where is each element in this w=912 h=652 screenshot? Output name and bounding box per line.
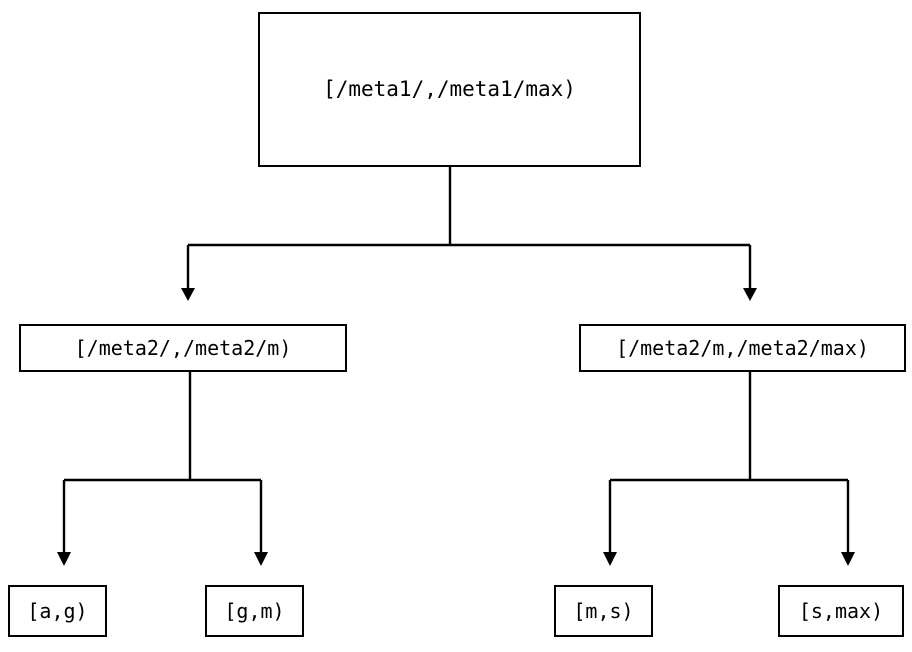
arrowhead-to-leaf-ag <box>57 552 71 566</box>
node-leaf-a-g[interactable]: [a,g) <box>8 585 107 637</box>
node-leaf-m-s[interactable]: [m,s) <box>554 585 653 637</box>
arrowhead-to-mid-right <box>743 288 757 301</box>
node-mid-left-label: [/meta2/,/meta2/m) <box>74 336 292 360</box>
node-mid-right[interactable]: [/meta2/m,/meta2/max) <box>579 324 906 372</box>
node-leaf-s-max[interactable]: [s,max) <box>778 585 904 637</box>
node-mid-left[interactable]: [/meta2/,/meta2/m) <box>19 324 347 372</box>
node-root[interactable]: [/meta1/,/meta1/max) <box>258 12 641 167</box>
arrowhead-to-mid-left <box>181 288 195 301</box>
node-leaf-m-s-label: [m,s) <box>573 599 634 623</box>
node-mid-right-label: [/meta2/m,/meta2/max) <box>616 336 869 360</box>
arrowhead-to-leaf-smax <box>841 552 855 566</box>
node-leaf-s-max-label: [s,max) <box>798 599 884 623</box>
arrowhead-to-leaf-ms <box>603 552 617 566</box>
node-root-label: [/meta1/,/meta1/max) <box>323 77 576 101</box>
arrowhead-to-leaf-gm <box>254 552 268 566</box>
node-leaf-g-m[interactable]: [g,m) <box>205 585 304 637</box>
node-leaf-g-m-label: [g,m) <box>224 599 285 623</box>
node-leaf-a-g-label: [a,g) <box>27 599 88 623</box>
